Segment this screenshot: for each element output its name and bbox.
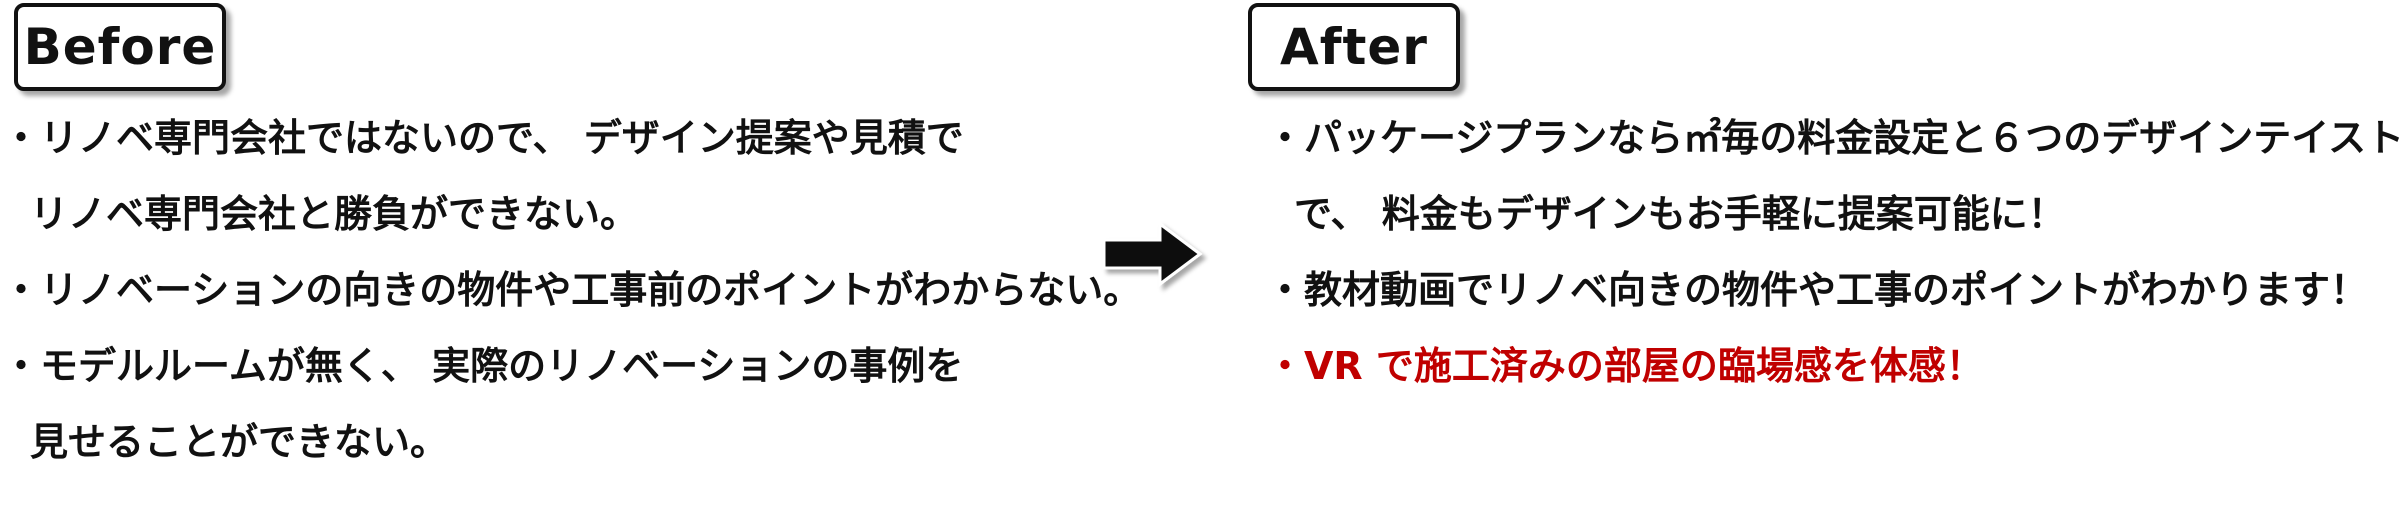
after-label: After xyxy=(1248,3,1460,91)
after-item-3: ・VR で施工済みの部屋の臨場感を体感！ xyxy=(1266,344,1984,388)
before-item-2: ・リノベーションの向きの物件や工事前のポイントがわからない。 xyxy=(2,268,1142,312)
before-item-3: ・モデルルームが無く、 実際のリノベーションの事例を xyxy=(2,344,964,388)
before-item-1-continued: リノベ専門会社と勝負ができない。 xyxy=(30,192,639,236)
after-item-2: ・教材動画でリノベ向きの物件や工事のポイントがわかります！ xyxy=(1266,268,2369,312)
after-item-1: ・パッケージプランなら㎡毎の料金設定と６つのデザインテイスト xyxy=(1266,116,2404,160)
before-list: ・リノベ専門会社ではないので、 デザイン提案や見積で リノベ専門会社と勝負ができ… xyxy=(2,100,1141,480)
before-item-3-continued: 見せることができない。 xyxy=(30,420,449,464)
after-item-1-continued: で、 料金もデザインもお手軽に提案可能に！ xyxy=(1294,192,2066,236)
before-item-1: ・リノベ専門会社ではないので、 デザイン提案や見積で xyxy=(2,116,964,160)
right-arrow-icon xyxy=(1102,221,1203,287)
before-label: Before xyxy=(14,3,226,91)
after-list: ・パッケージプランなら㎡毎の料金設定と６つのデザインテイスト で、 料金もデザイ… xyxy=(1266,100,2404,404)
